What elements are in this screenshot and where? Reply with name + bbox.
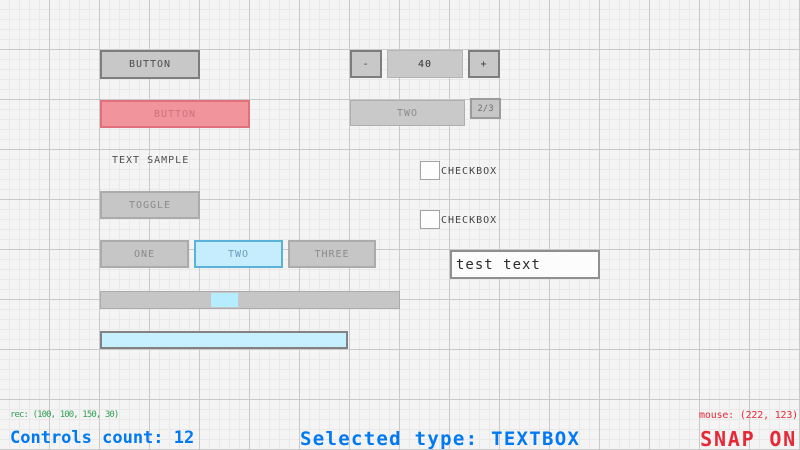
status-selected-type: Selected type: TEXTBOX <box>300 428 581 450</box>
progressbar-fill <box>102 333 346 347</box>
toggle-group-item-three[interactable]: THREE <box>288 240 376 268</box>
slider-control[interactable] <box>100 291 400 309</box>
toggle-group-item-two[interactable]: TWO <box>194 240 283 268</box>
checkbox-1[interactable] <box>420 161 440 180</box>
combobox-control[interactable]: TWO <box>350 100 465 126</box>
textbox-control[interactable]: test text <box>450 250 600 279</box>
progressbar-control <box>100 331 348 349</box>
checkbox-2-label: CHECKBOX <box>441 215 498 226</box>
button-control[interactable]: BUTTON <box>100 50 200 79</box>
toggle-control[interactable]: TOGGLE <box>100 191 200 219</box>
status-mouse-readout: mouse: (222, 123) <box>699 410 798 421</box>
slider-handle[interactable] <box>211 293 238 307</box>
status-rect-readout: rec: (100, 100, 150, 30) <box>10 410 119 420</box>
toggle-group-item-one[interactable]: ONE <box>100 240 189 268</box>
selected-button-control[interactable]: BUTTON <box>100 100 250 128</box>
spinner-value-box[interactable]: 40 <box>387 50 463 78</box>
spinner-decrement-button[interactable]: - <box>350 50 382 78</box>
status-snap-indicator: SNAP ON <box>700 427 797 450</box>
checkbox-1-label: CHECKBOX <box>441 166 498 177</box>
combobox-counter-button[interactable]: 2/3 <box>470 98 501 119</box>
spinner-increment-button[interactable]: + <box>468 50 500 78</box>
status-controls-count: Controls count: 12 <box>10 428 195 448</box>
text-sample-label: TEXT SAMPLE <box>112 155 190 166</box>
checkbox-2[interactable] <box>420 210 440 229</box>
